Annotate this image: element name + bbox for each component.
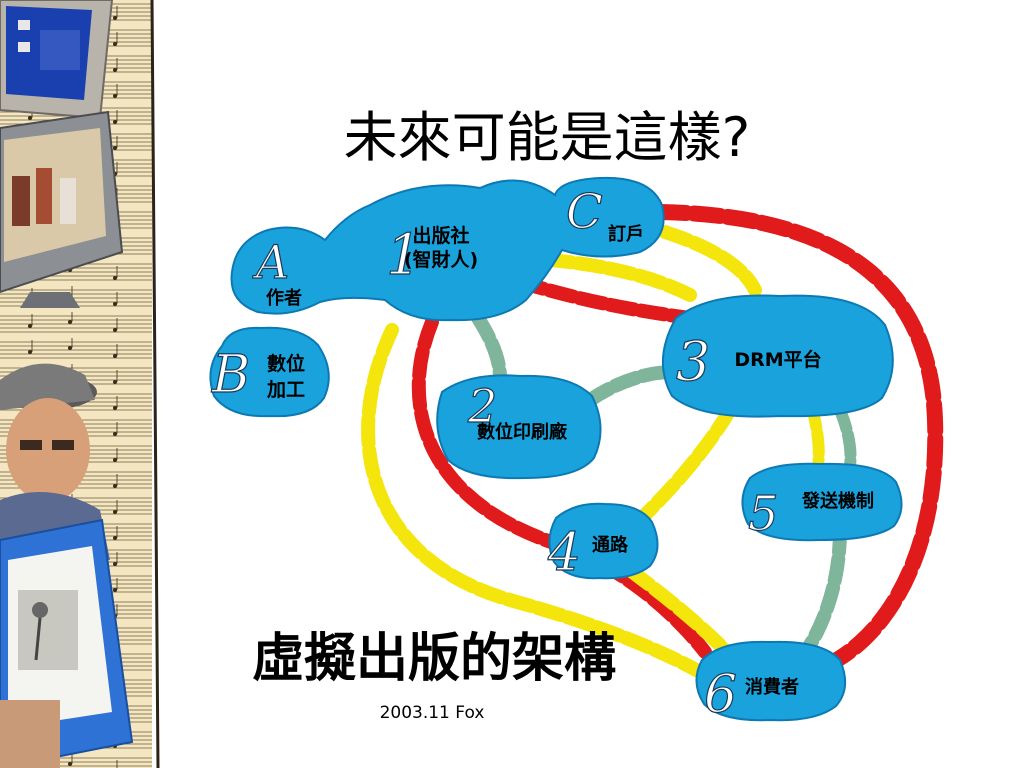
node-2-label: 數位印刷廠 (477, 421, 568, 443)
credit-line: 2003.11 Fox (380, 703, 485, 723)
node-c-label: 訂戶 (608, 223, 644, 245)
sidebar-collage (0, 0, 160, 768)
green-flow-2-to-3 (583, 365, 679, 407)
node-3-drm-platform: 3 DRM平台 (662, 294, 894, 418)
red-flow-1-to-6 (411, 315, 712, 659)
node-b-letter: B (211, 345, 250, 405)
diagram-subtitle: 虛擬出版的架構 (252, 629, 616, 689)
node-b-label-line2: 加工 (266, 379, 305, 401)
page-title: 未來可能是這樣? (344, 106, 751, 169)
node-b-label-line1: 數位 (267, 352, 305, 375)
monitor-image (0, 0, 114, 120)
yellow-flow-1-to-6 (361, 323, 707, 679)
photo-monitor-image (0, 110, 124, 308)
node-1-number: 1 (386, 223, 422, 288)
flow-arrows (361, 204, 944, 680)
node-a-label: 作者 (266, 287, 302, 309)
node-4-channel: 4 通路 (546, 502, 659, 584)
node-c-subscriber: C 訂戶 (565, 183, 644, 245)
node-5-delivery-mechanism: 5 發送機制 (741, 462, 903, 543)
node-1-publisher: 1 出版社 (智財人) (230, 176, 665, 322)
ebook-reader-image (0, 518, 134, 768)
node-4-number: 4 (547, 523, 581, 583)
yellow-flow-3-to-4 (633, 403, 737, 527)
yellow-flow-4-to-6 (623, 563, 732, 657)
node-6-label: 消費者 (745, 676, 799, 698)
node-5-label: 發送機制 (801, 490, 874, 512)
green-flow-5-to-6 (803, 523, 847, 652)
node-6-consumer: 6 消費者 (695, 640, 847, 726)
red-flow-1-to-3 (513, 275, 697, 325)
red-flow-c-to-6 (652, 204, 944, 680)
green-flow-1-to-2 (471, 311, 507, 385)
node-4-label: 通路 (592, 534, 629, 556)
diagram-nodes: 1 出版社 (智財人) A 作者 C 訂戶 B 數位 加工 2 數位印刷廠 3 (209, 176, 903, 726)
node-a-letter: A (252, 235, 289, 289)
yellow-flow-c-to-3 (658, 225, 762, 297)
node-b-digital-processing: B 數位 加工 (209, 326, 330, 418)
node-1-label-line2: (智財人) (404, 248, 478, 271)
node-a-author: A 作者 (251, 234, 302, 309)
node-5-number: 5 (748, 486, 779, 542)
green-flow-3-to-5 (834, 404, 857, 472)
node-1-label-line1: 出版社 (412, 224, 469, 247)
node-2-number: 2 (467, 379, 497, 433)
node-3-number: 3 (676, 330, 710, 393)
node-6-number: 6 (704, 665, 737, 725)
node-2-digital-printer: 2 數位印刷廠 (436, 374, 602, 480)
node-3-label: DRM平台 (734, 348, 821, 371)
node-c-letter: C (566, 184, 603, 240)
